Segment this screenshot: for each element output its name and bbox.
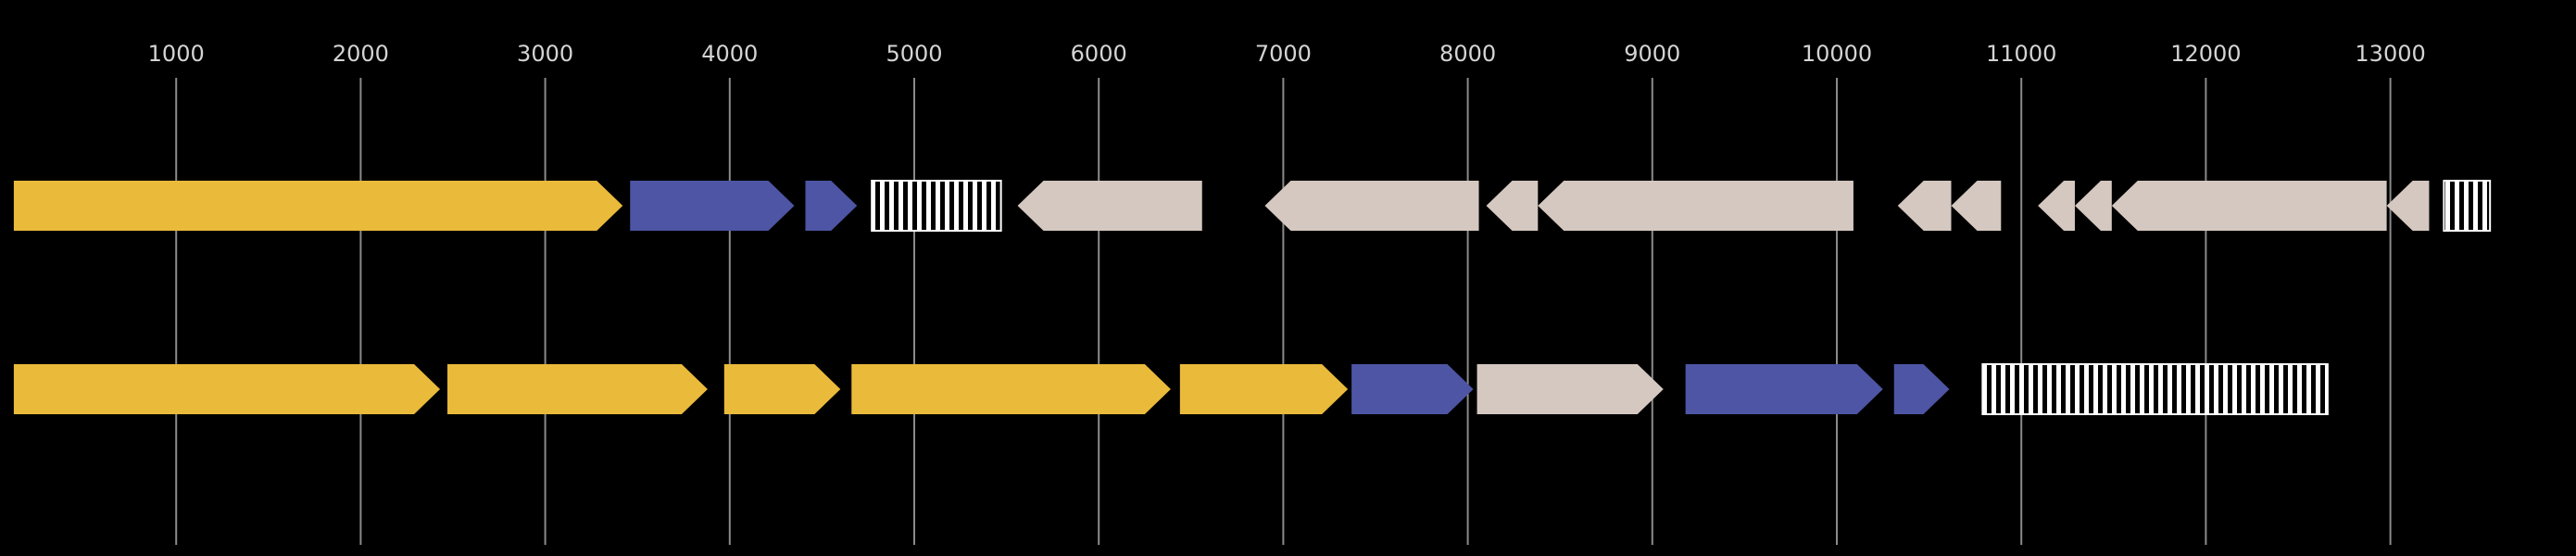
gene-arrow (1897, 181, 1952, 231)
gene-arrow (447, 364, 708, 414)
gene-arrow (1476, 364, 1664, 414)
gene-arrow (2038, 181, 2075, 231)
ruler-tick-label: 8000 (1439, 41, 1496, 67)
ruler-tick-label: 5000 (886, 41, 942, 67)
gene-arrow (851, 364, 1171, 414)
gene-arrow (1486, 181, 1539, 231)
gene-arrow (2074, 181, 2112, 231)
track-top (13, 180, 2492, 232)
gene-arrow (2111, 181, 2387, 231)
pseudogene-box (871, 180, 1002, 232)
ruler-tick-label: 1000 (148, 41, 205, 67)
gene-arrow (1351, 364, 1474, 414)
pseudogene-box (2443, 180, 2492, 232)
gene-arrow (1179, 364, 1349, 414)
ruler-tick-label: 7000 (1255, 41, 1312, 67)
pseudogene-box (1981, 363, 2329, 415)
gene-arrow (1538, 181, 1853, 231)
ruler-gridlines (175, 78, 2392, 545)
ruler-labels: 1000 2000 3000 4000 5000 6000 7000 8000 9000 1000… (148, 41, 2426, 67)
ruler-tick-label: 4000 (701, 41, 758, 67)
gene-arrow (1893, 364, 1950, 414)
gene-arrow (2386, 181, 2430, 231)
gene-arrow (723, 364, 841, 414)
gene-arrow (13, 181, 623, 231)
gene-arrow (1951, 181, 2002, 231)
gene-arrow (630, 181, 795, 231)
ruler-tick-label: 9000 (1624, 41, 1680, 67)
gene-arrow (805, 181, 858, 231)
gene-arrow (1264, 181, 1479, 231)
ruler-tick-label: 13000 (2355, 41, 2425, 67)
ruler-tick-label: 11000 (1986, 41, 2056, 67)
tracks (13, 180, 2492, 415)
gene-arrow (1685, 364, 1883, 414)
ruler-tick-label: 2000 (333, 41, 389, 67)
ruler-tick-label: 12000 (2170, 41, 2241, 67)
ruler-tick-label: 10000 (1802, 41, 1872, 67)
gene-arrow (1017, 181, 1202, 231)
gene-arrow (13, 364, 441, 414)
ruler-tick-label: 6000 (1071, 41, 1127, 67)
ruler-tick-label: 3000 (517, 41, 573, 67)
track-bottom (13, 363, 2329, 415)
